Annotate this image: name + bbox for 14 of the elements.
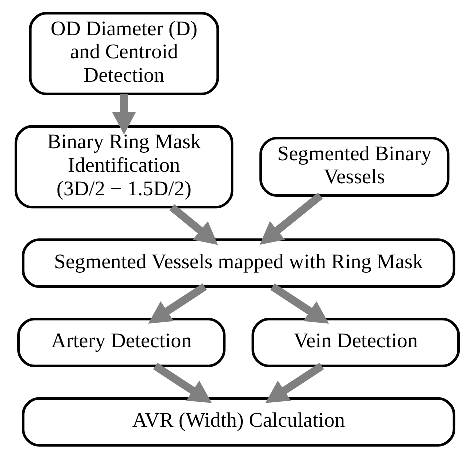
- node-box: OD Diameter (D) and Centroid Detection: [29, 12, 220, 96]
- node-box: Vein Detection: [252, 318, 460, 368]
- arrow: [260, 192, 323, 245]
- node-box: AVR (Width) Calculation: [22, 397, 456, 447]
- node-box: Artery Detection: [18, 318, 226, 368]
- arrow: [270, 284, 330, 324]
- arrow: [153, 363, 212, 404]
- node-box: Binary Ring Mask Identification (3D/2 − 1.5D/2): [14, 125, 234, 209]
- arrow: [266, 363, 324, 404]
- arrow: [148, 284, 208, 324]
- arrow: [170, 204, 218, 246]
- node-box: Segmented Vessels mapped with Ring Mask: [22, 238, 456, 288]
- arrow: [112, 94, 136, 135]
- node-box: Segmented Binary Vessels: [260, 137, 450, 197]
